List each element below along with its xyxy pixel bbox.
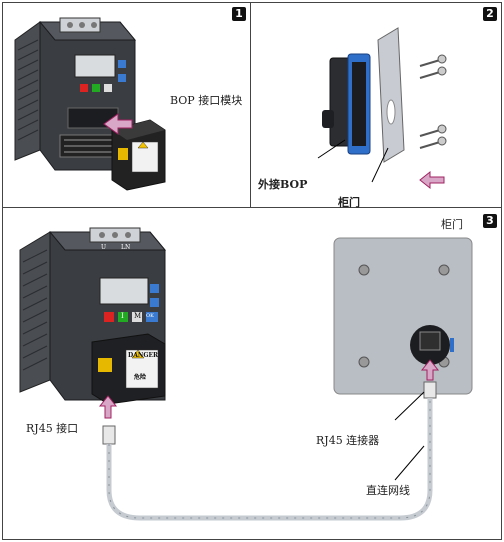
label-cabinet-door-3: 柜门 xyxy=(441,218,463,231)
step-2-badge: 2 xyxy=(483,7,497,21)
label-cabinet-door-2: 柜门 xyxy=(338,196,360,209)
mount-arrow-2 xyxy=(419,170,445,190)
label-patch-cable: 直连网线 xyxy=(366,484,410,497)
inverter-1 xyxy=(14,17,137,171)
external-bop xyxy=(322,53,371,155)
rj45-arrow-left xyxy=(98,395,118,419)
rj45-plug-right xyxy=(423,381,437,399)
step-1-badge: 1 xyxy=(232,7,246,21)
screws xyxy=(419,54,447,149)
label-rj45-port: RJ45 接口 xyxy=(26,422,79,435)
insert-arrow-1 xyxy=(103,113,133,135)
cabinet-door-3 xyxy=(333,237,473,395)
key-ok-label: OK xyxy=(146,313,154,319)
patch-cable xyxy=(106,398,433,521)
terminal-label-l: LN xyxy=(121,244,131,251)
bop-interface-module xyxy=(111,119,166,191)
rj45-plug-left xyxy=(102,425,116,445)
label-external-bop: 外接BOP xyxy=(258,178,308,191)
rj45-arrow-right xyxy=(420,359,440,381)
danger-label: DANGER xyxy=(128,352,159,359)
key-i-label: I xyxy=(121,312,124,320)
terminal-label-u: U xyxy=(101,244,107,251)
step-3-badge: 3 xyxy=(483,214,497,228)
rj45-module xyxy=(91,333,166,405)
label-bop-interface-module: BOP 接口模块 xyxy=(170,94,243,107)
label-rj45-connector: RJ45 连接器 xyxy=(316,434,380,447)
cabinet-door-plate xyxy=(377,27,405,163)
key-m-label: M xyxy=(134,312,142,320)
danger-label-zh: 危险 xyxy=(134,374,147,381)
